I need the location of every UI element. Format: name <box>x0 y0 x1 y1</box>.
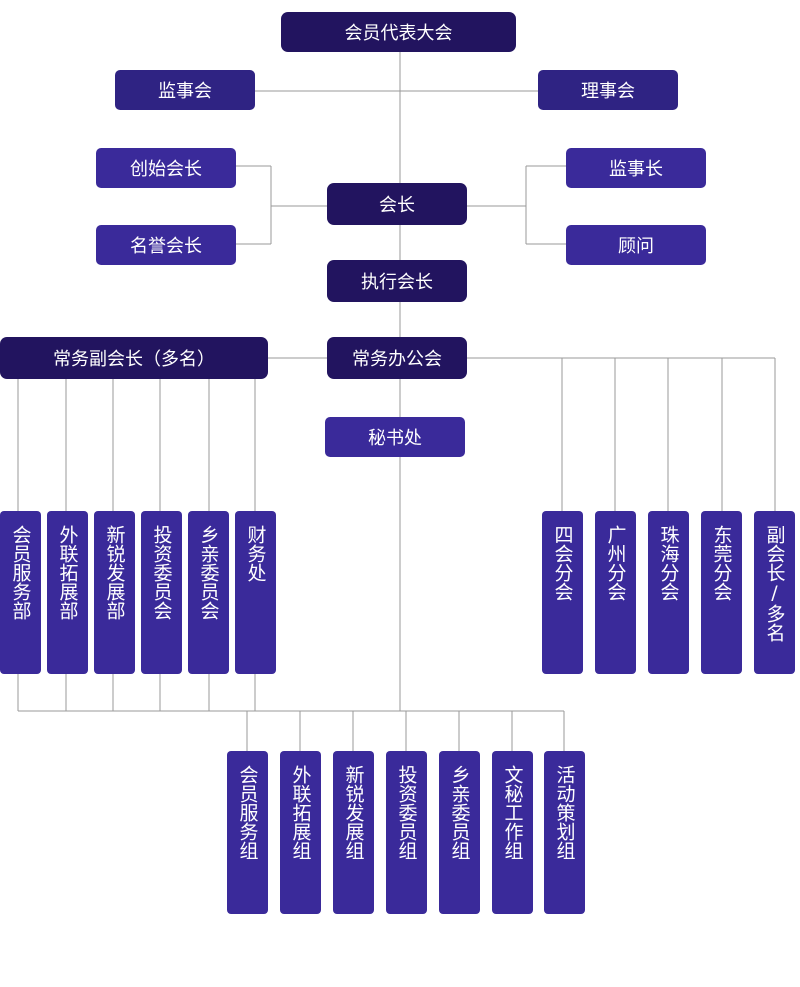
node-standing-office: 常务办公会 <box>327 337 467 379</box>
node-founding-president: 创始会长 <box>96 148 236 188</box>
node-council: 理事会 <box>538 70 678 110</box>
node-group: 活动策划组 <box>544 751 585 914</box>
node-branch: 珠海分会 <box>648 511 689 674</box>
node-group: 新锐发展组 <box>333 751 374 914</box>
node-group: 外联拓展组 <box>280 751 321 914</box>
node-branch: 四会分会 <box>542 511 583 674</box>
node-group: 会员服务组 <box>227 751 268 914</box>
node-department: 新锐发展部 <box>94 511 135 674</box>
node-group: 文秘工作组 <box>492 751 533 914</box>
node-group: 乡亲委员组 <box>439 751 480 914</box>
node-supervisory-board: 监事会 <box>115 70 255 110</box>
node-branch: 东莞分会 <box>701 511 742 674</box>
node-department: 外联拓展部 <box>47 511 88 674</box>
node-department: 乡亲委员会 <box>188 511 229 674</box>
node-branch: 广州分会 <box>595 511 636 674</box>
node-honorary-president: 名誉会长 <box>96 225 236 265</box>
node-secretariat: 秘书处 <box>325 417 465 457</box>
node-group: 投资委员组 <box>386 751 427 914</box>
node-advisor: 顾问 <box>566 225 706 265</box>
node-branch: 副会长/多名 <box>754 511 795 674</box>
node-standing-vice-presidents: 常务副会长（多名） <box>0 337 268 379</box>
node-department: 会员服务部 <box>0 511 41 674</box>
node-executive-president: 执行会长 <box>327 260 467 302</box>
node-member-assembly: 会员代表大会 <box>281 12 516 52</box>
node-department: 财务处 <box>235 511 276 674</box>
node-chief-supervisor: 监事长 <box>566 148 706 188</box>
node-president: 会长 <box>327 183 467 225</box>
node-department: 投资委员会 <box>141 511 182 674</box>
